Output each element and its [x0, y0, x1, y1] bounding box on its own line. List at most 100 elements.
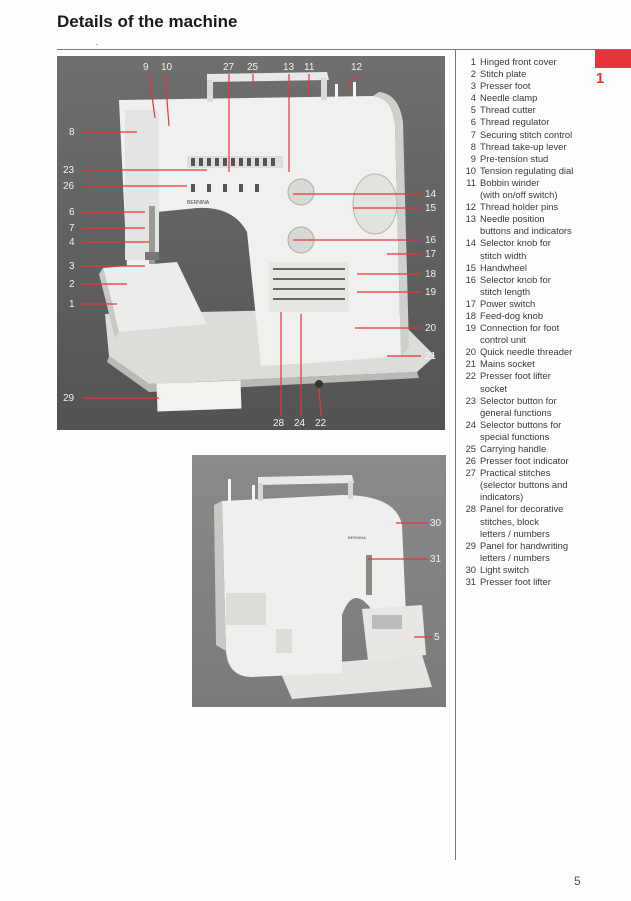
legend-line: Feed-dog knob [480, 309, 544, 321]
callout-top-2: 27 [223, 62, 235, 73]
callout-left-1: 23 [63, 165, 75, 176]
legend-text: Presser foot indicator [480, 455, 590, 467]
legend-line: control unit [480, 334, 526, 346]
callout-left-3: 6 [69, 207, 75, 218]
legend-number: 2 [470, 68, 476, 80]
legend-number: 10 [465, 164, 476, 176]
legend-line: Pre-tension stud [480, 152, 549, 164]
legend-number: 12 [465, 201, 476, 213]
brand-label-front: BERNINA [187, 200, 210, 206]
callout-rear-1: 31 [430, 554, 442, 565]
legend-item: 8 Thread take-up lever [460, 141, 590, 153]
legend-line: Presser foot indicator [480, 455, 569, 467]
legend-text: Carrying handle [480, 443, 590, 455]
legend-text: Mains socket [480, 358, 590, 370]
legend-text: Hinged front cover [480, 56, 590, 68]
machine-front-photo: BERNINA [57, 56, 445, 430]
legend-line: general functions [480, 406, 552, 418]
callout-bottom-2: 22 [315, 418, 327, 429]
callout-right-3: 17 [425, 249, 437, 260]
legend-text: Pre-tension stud [480, 153, 590, 165]
callout-left-4: 7 [69, 223, 75, 234]
legend-line: buttons and indicators [480, 225, 572, 237]
legend-number: 29 [465, 539, 476, 551]
callout-bottom-0: 28 [273, 418, 285, 429]
machine-front-illustration: BERNINA [63, 62, 437, 429]
callout-right-6: 20 [425, 323, 437, 334]
legend-item: 31 Presser foot lifter [460, 576, 590, 588]
legend-number: 31 [465, 576, 476, 588]
legend-number: 11 [466, 176, 476, 188]
rear-photo-callouts: 30 31 5 [430, 518, 442, 643]
legend-text: Presser foot [480, 80, 590, 92]
legend-line: Bobbin winder [480, 176, 540, 188]
legend-line: Connection for foot [480, 322, 560, 334]
legend-line: Quick needle threader [480, 346, 573, 358]
legend-text: Thread holder pins [480, 201, 590, 213]
callout-top-5: 11 [304, 62, 315, 73]
legend-line: Securing stitch control [480, 128, 573, 140]
legend-number: 5 [470, 104, 476, 116]
legend-number: 23 [465, 394, 476, 406]
page-title: Details of the machine [57, 12, 238, 31]
legend-text: Presser foot lifter [480, 576, 590, 588]
brand-label-rear: BERNINA [348, 535, 366, 540]
callout-right-4: 18 [425, 269, 437, 280]
callout-top-3: 25 [247, 62, 259, 73]
legend-line: Mains socket [480, 358, 535, 370]
legend-line: (selector buttons and [480, 479, 568, 491]
legend-line: letters / numbers [480, 551, 550, 563]
legend-text: Securing stitch control [480, 129, 590, 141]
callout-left-0: 8 [69, 127, 75, 138]
legend-number: 24 [465, 418, 476, 430]
legend-line: Selector button for [480, 394, 557, 406]
legend-line: Carrying handle [480, 443, 547, 454]
print-mark [96, 44, 98, 45]
title-divider [57, 49, 631, 50]
legend-line: Hinged front cover [480, 56, 557, 67]
legend-line: Thread regulator [480, 116, 550, 128]
callout-left-9: 29 [63, 393, 75, 404]
callout-left-5: 4 [69, 237, 75, 248]
legend-number: 15 [465, 261, 476, 273]
callout-right-5: 19 [425, 287, 437, 298]
callout-right-2: 16 [425, 235, 437, 246]
legend-text: Light switch [480, 564, 590, 576]
legend-line: special functions [480, 430, 550, 442]
legend-line: Thread take-up lever [480, 140, 567, 152]
legend-number: 8 [470, 140, 476, 152]
legend-line: Needle clamp [480, 92, 538, 104]
callout-top-1: 10 [161, 62, 173, 73]
callout-top-6: 12 [351, 62, 363, 73]
legend-number: 21 [465, 358, 476, 370]
callout-left-2: 26 [63, 181, 75, 192]
chapter-tab [595, 50, 631, 68]
legend-number: 16 [465, 273, 476, 285]
legend-line: Panel for handwriting [480, 539, 569, 551]
legend-line: Light switch [480, 563, 529, 575]
